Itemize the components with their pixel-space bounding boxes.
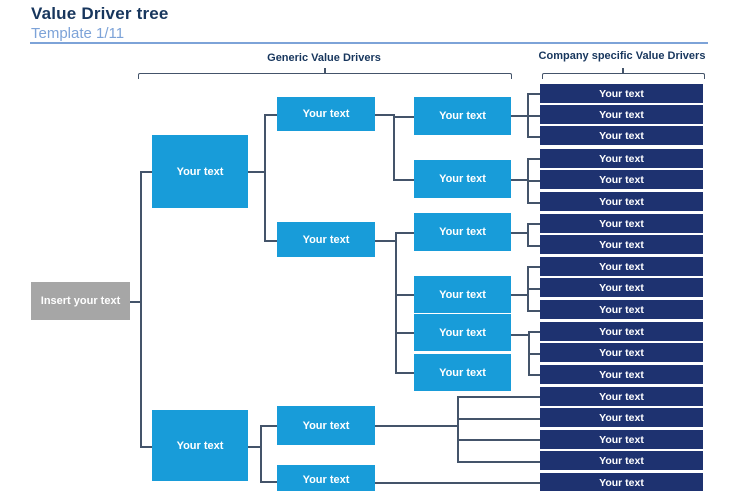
connector-line [140, 446, 152, 448]
connector-line [248, 446, 261, 448]
driver-bar[interactable]: Your text [540, 105, 703, 124]
connector-line [393, 116, 414, 118]
connector-line [527, 310, 540, 312]
connector-line [527, 266, 540, 268]
connector-line [393, 179, 414, 181]
level4-node[interactable]: Your text [414, 160, 511, 198]
connector-line [375, 425, 458, 427]
connector-line [395, 332, 414, 334]
connector-line [528, 353, 540, 355]
connector-line [528, 374, 540, 376]
connector-line [395, 294, 414, 296]
driver-bar[interactable]: Your text [540, 387, 703, 406]
connector-line [375, 240, 396, 242]
connector-line [511, 232, 528, 234]
level2-node[interactable]: Your text [152, 135, 248, 208]
connector-line [527, 245, 540, 247]
driver-bar[interactable]: Your text [540, 322, 703, 341]
driver-bar[interactable]: Your text [540, 365, 703, 384]
level2-node[interactable]: Your text [152, 410, 248, 481]
connector-line [375, 482, 540, 484]
connector-line [260, 425, 277, 427]
connector-line [130, 301, 141, 303]
connector-line [528, 331, 540, 333]
driver-bar[interactable]: Your text [540, 84, 703, 103]
driver-bar[interactable]: Your text [540, 126, 703, 145]
company-bracket [542, 73, 705, 79]
connector-line [457, 461, 540, 463]
level4-node[interactable]: Your text [414, 314, 511, 351]
level3-node[interactable]: Your text [277, 97, 375, 131]
company-specific-value-drivers-label: Company specific Value Drivers [538, 50, 706, 62]
connector-line [264, 114, 266, 241]
driver-bar[interactable]: Your text [540, 214, 703, 233]
driver-bar[interactable]: Your text [540, 300, 703, 319]
connector-line [527, 93, 540, 95]
title-divider [30, 42, 708, 44]
driver-bar[interactable]: Your text [540, 408, 703, 427]
connector-line [140, 171, 142, 447]
connector-line [527, 136, 540, 138]
level4-node[interactable]: Your text [414, 213, 511, 251]
root-node[interactable]: Insert your text [31, 282, 130, 320]
connector-line [375, 114, 394, 116]
connector-line [264, 240, 277, 242]
generic-bracket [138, 73, 512, 79]
connector-line [527, 223, 529, 246]
connector-line [395, 232, 414, 234]
connector-line [511, 334, 529, 336]
level4-node[interactable]: Your text [414, 354, 511, 391]
company-bracket-tick [622, 68, 624, 73]
connector-line [140, 171, 152, 173]
driver-bar[interactable]: Your text [540, 149, 703, 168]
connector-line [527, 288, 540, 290]
connector-line [527, 223, 540, 225]
level3-node[interactable]: Your text [277, 406, 375, 445]
driver-bar[interactable]: Your text [540, 257, 703, 276]
driver-bar[interactable]: Your text [540, 170, 703, 189]
connector-line [260, 425, 262, 482]
driver-bar[interactable]: Your text [540, 192, 703, 211]
driver-bar[interactable]: Your text [540, 473, 703, 491]
connector-line [527, 180, 540, 182]
connector-line [393, 114, 395, 180]
connector-line [511, 294, 528, 296]
level4-node[interactable]: Your text [414, 276, 511, 313]
driver-bar[interactable]: Your text [540, 278, 703, 297]
connector-line [457, 418, 540, 420]
level3-node[interactable]: Your text [277, 465, 375, 491]
driver-bar[interactable]: Your text [540, 430, 703, 449]
level3-node[interactable]: Your text [277, 222, 375, 257]
page-subtitle: Template 1/11 [31, 25, 125, 42]
driver-bar[interactable]: Your text [540, 343, 703, 362]
connector-line [395, 232, 397, 373]
connector-line [527, 202, 540, 204]
page-title: Value Driver tree [31, 4, 169, 23]
connector-line [395, 372, 414, 374]
connector-line [457, 396, 540, 398]
connector-line [248, 171, 265, 173]
connector-line [260, 481, 277, 483]
connector-line [511, 115, 528, 117]
connector-line [527, 158, 540, 160]
driver-bar[interactable]: Your text [540, 235, 703, 254]
level4-node[interactable]: Your text [414, 97, 511, 135]
connector-line [457, 439, 540, 441]
generic-bracket-tick [324, 68, 326, 73]
driver-bar[interactable]: Your text [540, 451, 703, 470]
connector-line [511, 179, 528, 181]
generic-value-drivers-label: Generic Value Drivers [267, 52, 381, 64]
connector-line [264, 114, 277, 116]
connector-line [457, 396, 459, 462]
connector-line [527, 115, 540, 117]
